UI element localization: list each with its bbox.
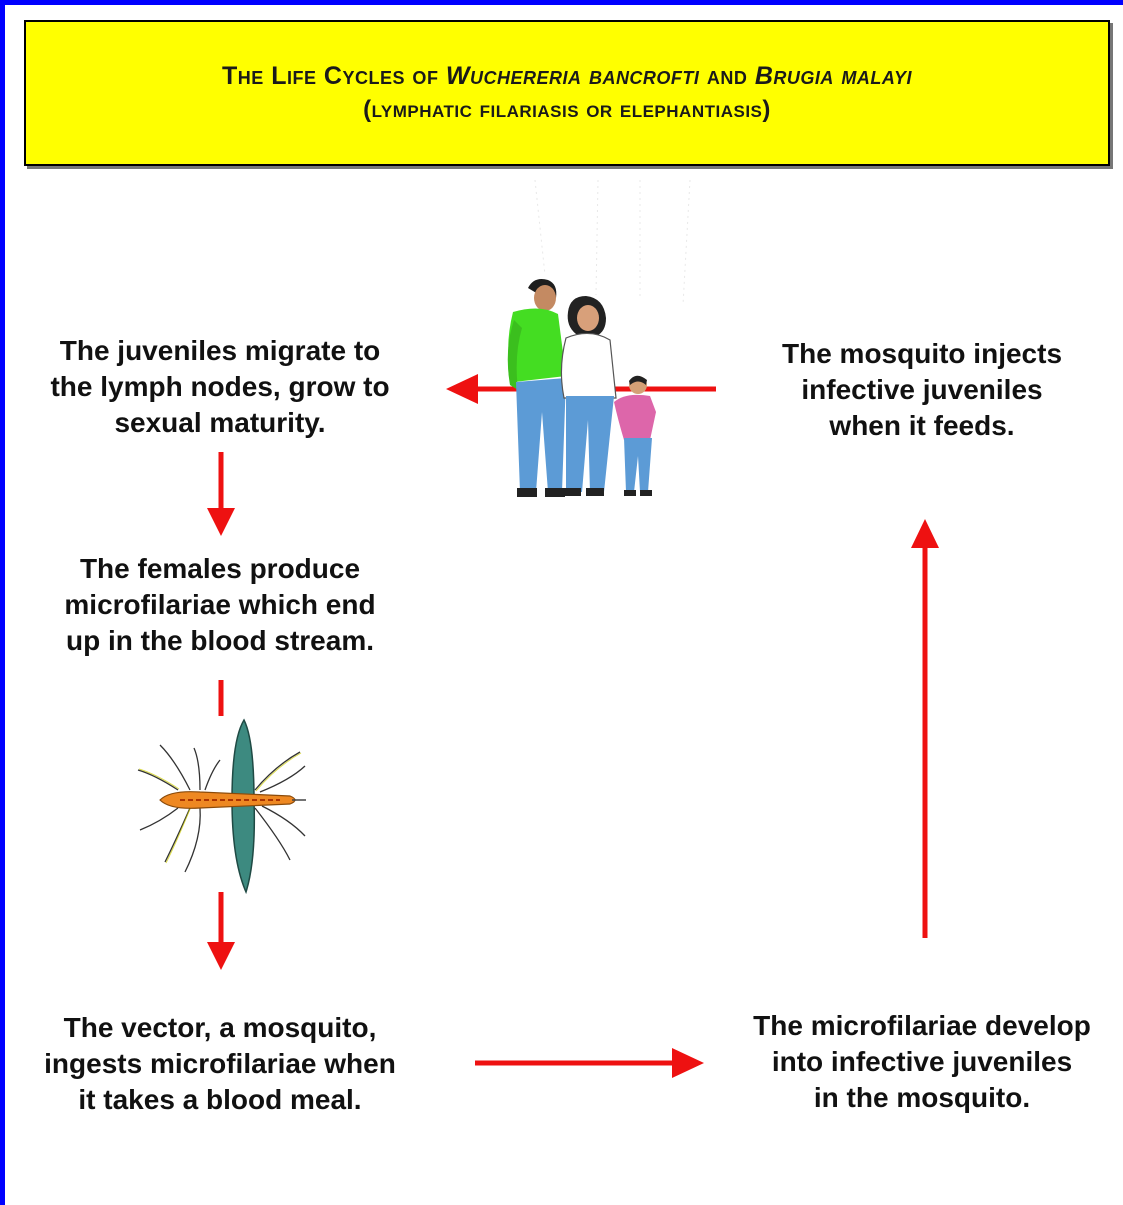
family-illustration (508, 279, 656, 497)
arrow-to-females-produce (207, 452, 235, 536)
woman-figure (561, 296, 616, 496)
arrow-to-mosquito-injects (911, 519, 939, 938)
man-figure (508, 279, 566, 497)
arrow-to-microfilariae-develop (475, 1048, 704, 1078)
child-figure (614, 376, 656, 496)
mosquito-illustration (138, 720, 306, 892)
dotted-guides (535, 180, 690, 305)
arrow-to-vector (207, 680, 235, 970)
